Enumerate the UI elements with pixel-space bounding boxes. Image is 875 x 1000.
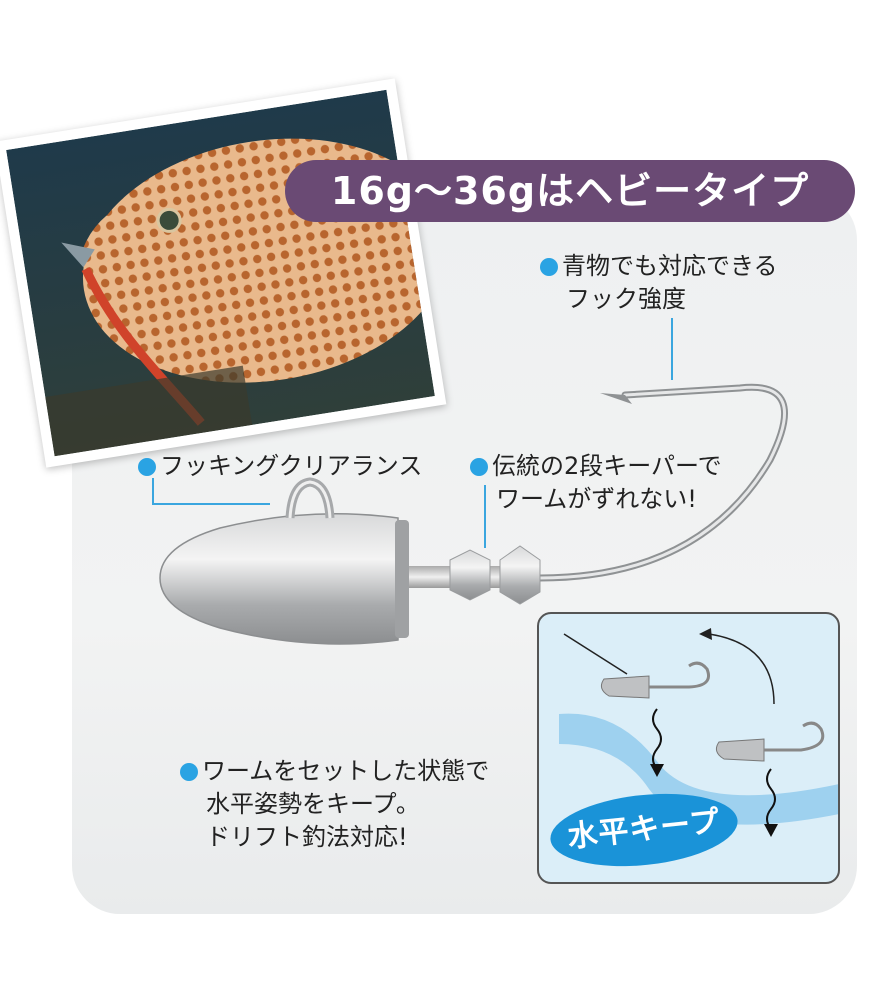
keeper-1 (449, 549, 491, 601)
jighead-top (600, 661, 710, 699)
curved-arrow-icon (708, 633, 775, 705)
keeper-2 (499, 545, 541, 605)
jighead-bottom (715, 721, 825, 762)
bullet-dot-icon (470, 458, 488, 476)
line-eye (285, 477, 335, 519)
title-banner: 16g〜36gはヘビータイプ (285, 160, 855, 222)
callout-hook-strength: 青物でも対応できる フック強度 (540, 250, 778, 316)
lead-head (159, 513, 399, 645)
bullet-dot-icon (180, 763, 198, 781)
bullet-dot-icon (138, 458, 156, 476)
callout-horizontal: ワームをセットした状態で 水平姿勢をキープ。 ドリフト釣法対応! (180, 755, 489, 854)
callout-hooking-clearance: フッキングクリアランス (138, 450, 422, 483)
bullet-dot-icon (540, 258, 558, 276)
callout-keeper: 伝統の2段キーパーで ワームがずれない! (470, 450, 722, 516)
